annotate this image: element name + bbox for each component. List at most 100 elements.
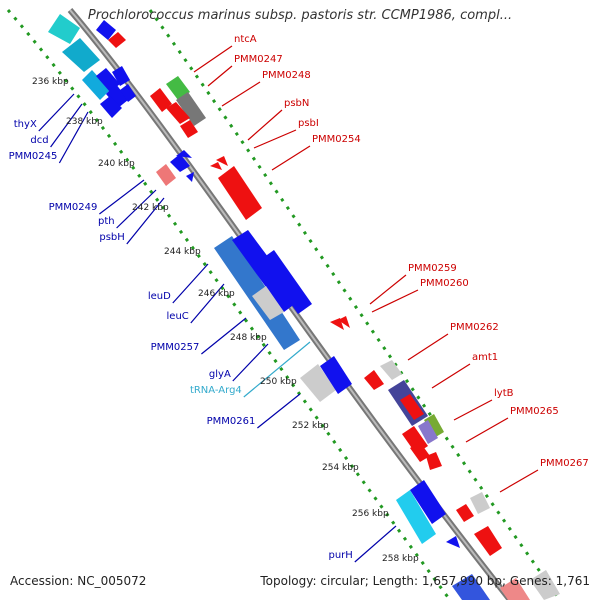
gene-arrow xyxy=(166,76,190,100)
callout-line xyxy=(407,333,449,361)
callout-line xyxy=(354,525,397,563)
gene-arrow xyxy=(156,164,176,186)
callout-line xyxy=(465,417,509,443)
gene-arrow xyxy=(216,156,228,166)
callout-line xyxy=(369,274,407,305)
gene-arrow xyxy=(452,574,490,600)
gene-arrow xyxy=(120,84,136,102)
gene-arrow xyxy=(150,88,172,112)
callout-line xyxy=(201,317,247,355)
gene-label[interactable]: PMM0259 xyxy=(408,263,457,274)
gene-label[interactable]: PMM0254 xyxy=(312,134,361,145)
gene-arrow xyxy=(180,120,198,138)
gene-label[interactable]: PMM0262 xyxy=(450,322,499,333)
tick-label: 248 kbp xyxy=(230,333,267,343)
tick-label: 246 kbp xyxy=(198,289,235,299)
tick-label: 244 kbp xyxy=(164,247,201,257)
gene-label[interactable]: PMM0257 xyxy=(151,342,200,353)
tick-label: 256 kbp xyxy=(352,509,389,519)
callout-line xyxy=(126,197,165,245)
gene-label[interactable]: amt1 xyxy=(472,352,498,363)
gene-arrow xyxy=(260,250,312,314)
map-title: Prochlorococcus marinus subsp. pastoris … xyxy=(87,8,513,23)
gene-arrow xyxy=(320,356,352,394)
gene-arrow xyxy=(410,480,446,524)
gene-arrow xyxy=(474,526,502,556)
callout-line xyxy=(431,363,471,389)
gene-label[interactable]: lytB xyxy=(494,388,514,399)
callout-line xyxy=(99,179,145,215)
callout-line xyxy=(232,343,269,382)
gene-label[interactable]: PMM0265 xyxy=(510,406,559,417)
gene-label[interactable]: ntcA xyxy=(234,34,257,45)
gene-arrow xyxy=(500,578,530,600)
gene-label[interactable]: leuD xyxy=(148,291,171,302)
tick-label: 240 kbp xyxy=(98,159,135,169)
callout-line xyxy=(243,341,311,398)
gene-label[interactable]: PMM0249 xyxy=(49,202,98,213)
gene-arrow xyxy=(62,38,100,72)
gene-arrow xyxy=(210,162,222,170)
callout-line xyxy=(190,283,225,324)
gene-arrow xyxy=(418,420,438,444)
tick-label: 238 kbp xyxy=(66,117,103,127)
gene-arrow xyxy=(176,92,206,126)
gene-arrow xyxy=(176,150,192,158)
gene-arrow xyxy=(396,490,436,544)
gene-label[interactable]: psbH xyxy=(99,232,124,243)
gene-arrow xyxy=(112,66,130,86)
gene-arrow xyxy=(364,370,384,390)
gene-arrow xyxy=(410,442,430,462)
gene-arrow xyxy=(106,84,128,108)
gene-label[interactable]: thyX xyxy=(14,119,37,130)
gene-label[interactable]: PMM0245 xyxy=(9,151,58,162)
gene-label[interactable]: PMM0267 xyxy=(540,458,589,469)
forward-genes xyxy=(108,32,560,600)
gene-label[interactable]: dcd xyxy=(30,135,48,146)
gene-arrow xyxy=(470,492,490,514)
gene-label[interactable]: glyA xyxy=(209,369,231,380)
gene-arrow xyxy=(186,172,194,182)
callout-lines xyxy=(38,45,539,563)
gene-label[interactable]: psbI xyxy=(298,118,319,129)
gene-arrow xyxy=(48,14,80,44)
callout-line xyxy=(271,145,311,171)
gene-arrow xyxy=(166,102,190,124)
gene-label[interactable]: PMM0248 xyxy=(262,70,311,81)
gene-arrow xyxy=(530,570,560,600)
callout-line xyxy=(193,45,233,73)
tick-label: 254 kbp xyxy=(322,463,359,473)
gene-label[interactable]: psbN xyxy=(284,98,309,109)
tick-label: 242 kbp xyxy=(132,203,169,213)
reverse-genes xyxy=(48,14,490,600)
gene-arrow xyxy=(380,360,402,380)
tick-label: 236 kbp xyxy=(32,77,69,87)
accession-text: Accession: NC_005072 xyxy=(10,574,147,588)
callout-line xyxy=(116,189,157,229)
gene-label[interactable]: PMM0261 xyxy=(207,416,256,427)
gene-label[interactable]: pth xyxy=(98,216,115,227)
gene-label[interactable]: leuC xyxy=(167,311,189,322)
gene-arrow xyxy=(426,452,442,470)
callout-line xyxy=(207,65,233,87)
guide-rings xyxy=(6,9,562,600)
gene-arrow xyxy=(424,414,444,438)
callout-line xyxy=(247,109,283,141)
callout-line xyxy=(58,111,89,164)
gene-label[interactable]: tRNA-Arg4 xyxy=(190,385,242,396)
gene-arrow xyxy=(108,32,126,48)
gene-label[interactable]: PMM0260 xyxy=(420,278,469,289)
gene-arrow xyxy=(82,70,110,100)
gene-arrow xyxy=(446,536,460,548)
tick-label: 258 kbp xyxy=(382,554,419,564)
callout-line xyxy=(172,263,209,304)
tick-labels: 236 kbp 238 kbp 240 kbp 242 kbp 244 kbp 246 k… xyxy=(32,77,419,564)
gene-arrow xyxy=(218,166,262,220)
callout-line xyxy=(453,399,493,421)
callout-line xyxy=(499,469,539,493)
tick-label: 252 kbp xyxy=(292,421,329,431)
gene-label[interactable]: PMM0247 xyxy=(234,54,283,65)
gene-label[interactable]: purH xyxy=(328,550,352,561)
